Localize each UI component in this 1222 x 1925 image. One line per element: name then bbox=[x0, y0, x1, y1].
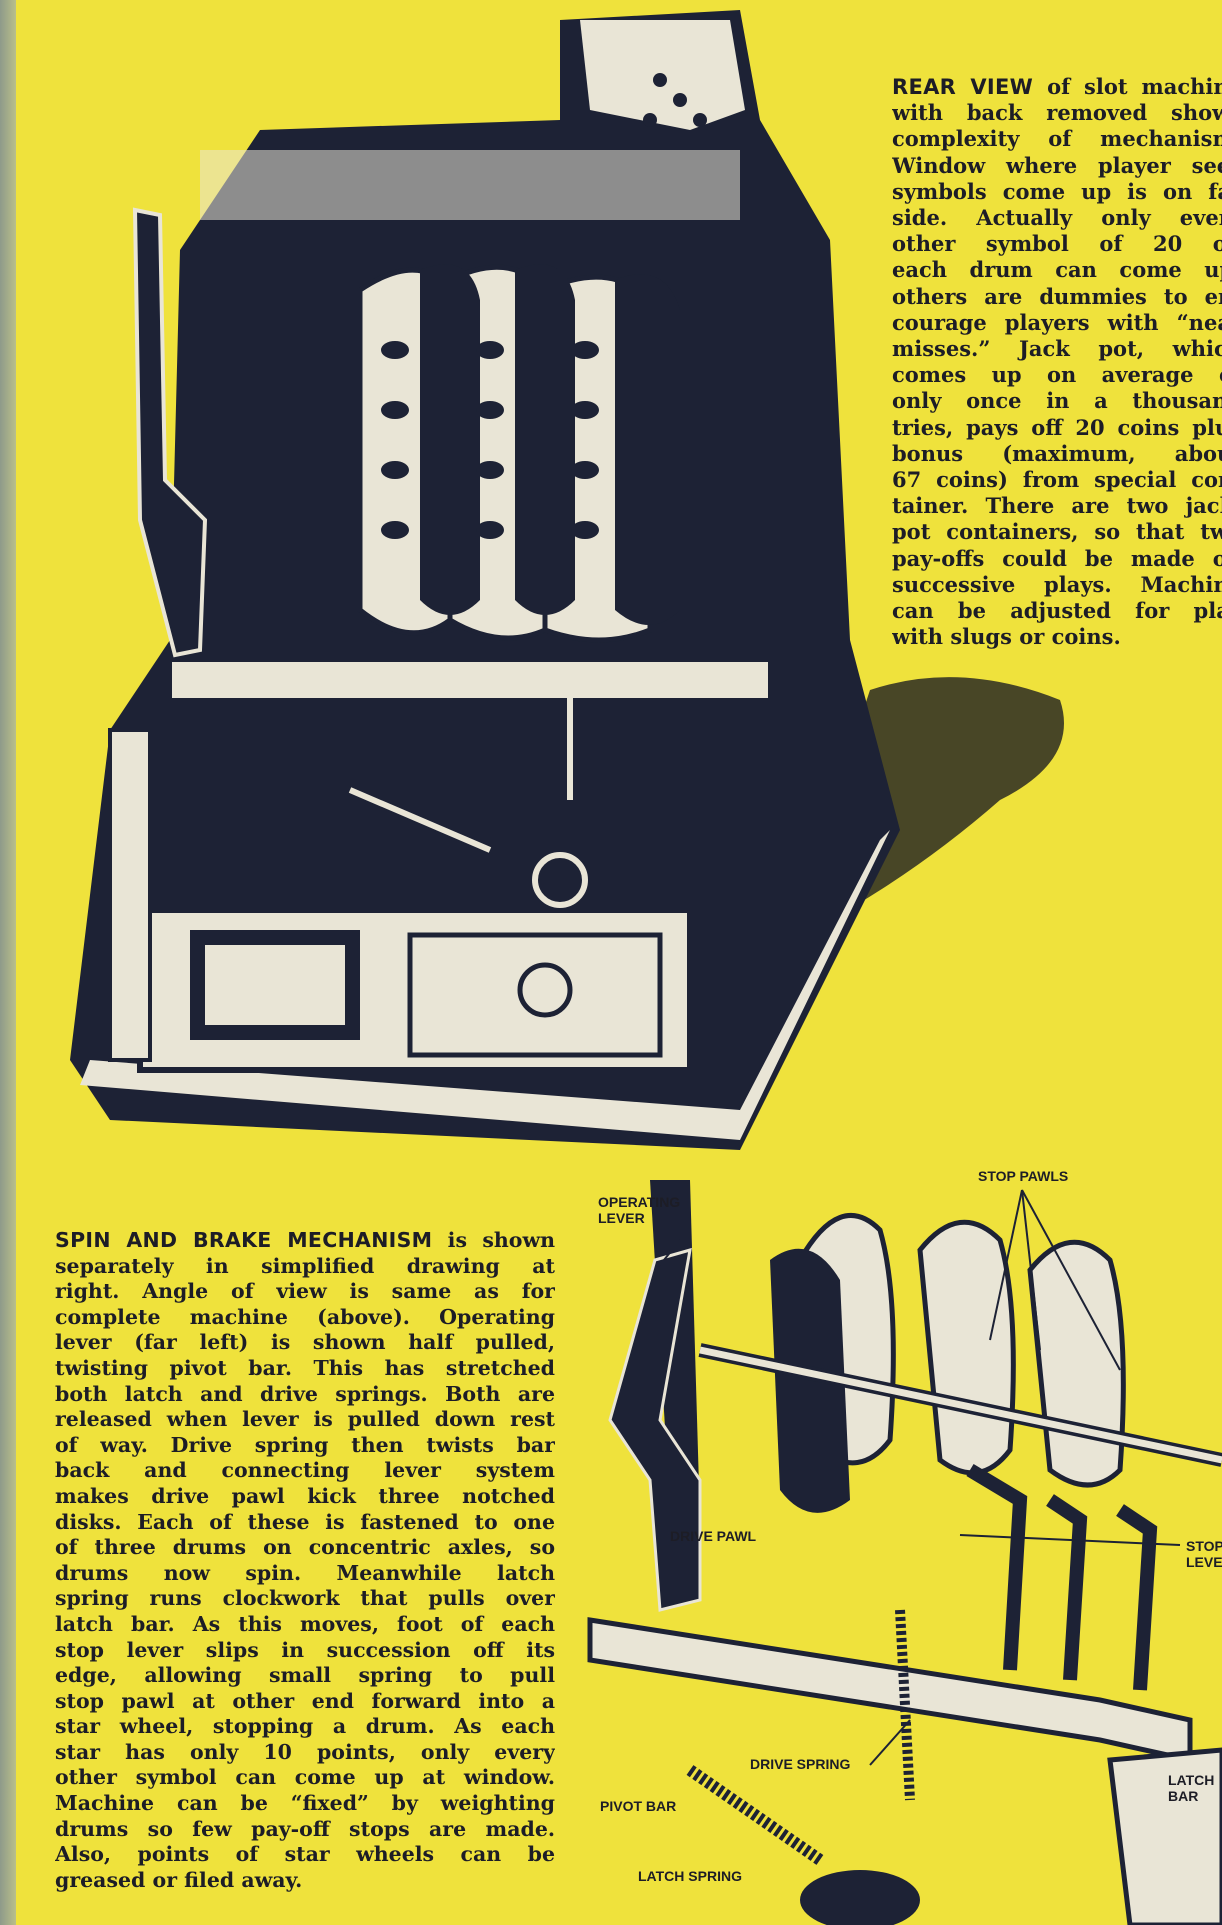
caption-line: others are dummies to en- bbox=[892, 283, 1222, 309]
caption-lead: REAR VIEW bbox=[892, 75, 1034, 99]
caption-line: other symbol of 20 on bbox=[892, 231, 1222, 257]
label-pivot-bar: PIVOT BAR bbox=[600, 1798, 677, 1814]
scan-edge bbox=[0, 0, 16, 1925]
label-latch-spring: LATCH SPRING bbox=[638, 1868, 742, 1884]
label-drive-spring: DRIVE SPRING bbox=[750, 1756, 851, 1772]
caption-line: released when lever is pulled down rest bbox=[55, 1407, 555, 1432]
caption-line: tainer. There are two jack- bbox=[892, 493, 1222, 519]
caption-line: back and connecting lever system bbox=[55, 1458, 555, 1483]
caption-line: only once in a thousand bbox=[892, 388, 1222, 414]
label-stop-pawls: STOP PAWLS bbox=[978, 1168, 1069, 1184]
caption-line: star has only 10 points, only every bbox=[55, 1739, 555, 1764]
caption-line: bonus (maximum, about bbox=[892, 440, 1222, 466]
caption-line: greased or filed away. bbox=[55, 1867, 303, 1892]
caption-line: separately in simplified drawing at bbox=[55, 1253, 555, 1278]
caption-line: courage players with “near bbox=[892, 309, 1222, 335]
caption-line: twisting pivot bar. This has stretched bbox=[55, 1355, 555, 1380]
caption-line: other symbol can come up at window. bbox=[55, 1765, 555, 1790]
springs-and-gears bbox=[348, 680, 588, 908]
reel-drums bbox=[357, 264, 680, 643]
caption-line: 67 coins) from special con- bbox=[892, 467, 1222, 493]
caption-line: can be adjusted for play bbox=[892, 598, 1222, 624]
caption-line: pot containers, so that two bbox=[892, 519, 1222, 545]
spin-brake-diagram bbox=[587, 1180, 1222, 1925]
caption-line: stop pawl at other end forward into a bbox=[55, 1688, 555, 1713]
caption-line: Machine can be “fixed” by weighting bbox=[55, 1791, 555, 1816]
rear-view-caption: REAR VIEW of slot machine with back remo… bbox=[892, 74, 1222, 650]
label-drive-pawl: DRIVE PAWL bbox=[670, 1528, 757, 1544]
caption-line: symbols come up is on far bbox=[892, 178, 1222, 204]
caption-line: spring runs clockwork that pulls over bbox=[55, 1586, 555, 1611]
caption-line: star wheel, stopping a drum. As each bbox=[55, 1714, 555, 1739]
spin-brake-caption: SPIN AND BRAKE MECHANISM is shown separa… bbox=[55, 1228, 555, 1893]
caption-line: each drum can come up; bbox=[892, 257, 1222, 283]
caption-line: REAR VIEW of slot machine bbox=[892, 74, 1222, 99]
caption-line: pay-offs could be made on bbox=[892, 545, 1222, 571]
caption-line: right. Angle of view is same as for bbox=[55, 1279, 555, 1304]
caption-line: latch bar. As this moves, foot of each bbox=[55, 1611, 555, 1636]
caption-line: lever (far left) is shown half pulled, bbox=[55, 1330, 555, 1355]
caption-line: SPIN AND BRAKE MECHANISM is shown bbox=[55, 1228, 555, 1252]
caption-line: misses.” Jack pot, which bbox=[892, 336, 1222, 362]
label-stop-levers: STOPLEVERS bbox=[1186, 1538, 1222, 1570]
caption-line: both latch and drive springs. Both are bbox=[55, 1381, 555, 1406]
caption-line: drums now spin. Meanwhile latch bbox=[55, 1560, 555, 1585]
caption-line: disks. Each of these is fastened to one bbox=[55, 1509, 555, 1534]
caption-line: comes up on average of bbox=[892, 362, 1222, 388]
caption-line: with slugs or coins. bbox=[892, 624, 1121, 650]
caption-line: of way. Drive spring then twists bar bbox=[55, 1432, 555, 1457]
caption-line: complexity of mechanism. bbox=[892, 126, 1222, 152]
caption-line: drums so few pay-off stops are made. bbox=[55, 1816, 555, 1841]
caption-lead: SPIN AND BRAKE MECHANISM bbox=[55, 1228, 433, 1252]
caption-line: tries, pays off 20 coins plus bbox=[892, 414, 1222, 440]
caption-line: Window where player sees bbox=[892, 152, 1222, 178]
caption-line: complete machine (above). Operating bbox=[55, 1304, 555, 1329]
caption-line: edge, allowing small spring to pull bbox=[55, 1663, 555, 1688]
caption-line: makes drive pawl kick three notched bbox=[55, 1483, 555, 1508]
caption-line: successive plays. Machine bbox=[892, 571, 1222, 597]
caption-line: with back removed shows bbox=[892, 100, 1222, 126]
caption-line: side. Actually only every bbox=[892, 205, 1222, 231]
caption-line: Also, points of star wheels can be bbox=[55, 1842, 555, 1867]
caption-line: stop lever slips in succession off its bbox=[55, 1637, 555, 1662]
caption-line: of three drums on concentric axles, so bbox=[55, 1535, 555, 1560]
